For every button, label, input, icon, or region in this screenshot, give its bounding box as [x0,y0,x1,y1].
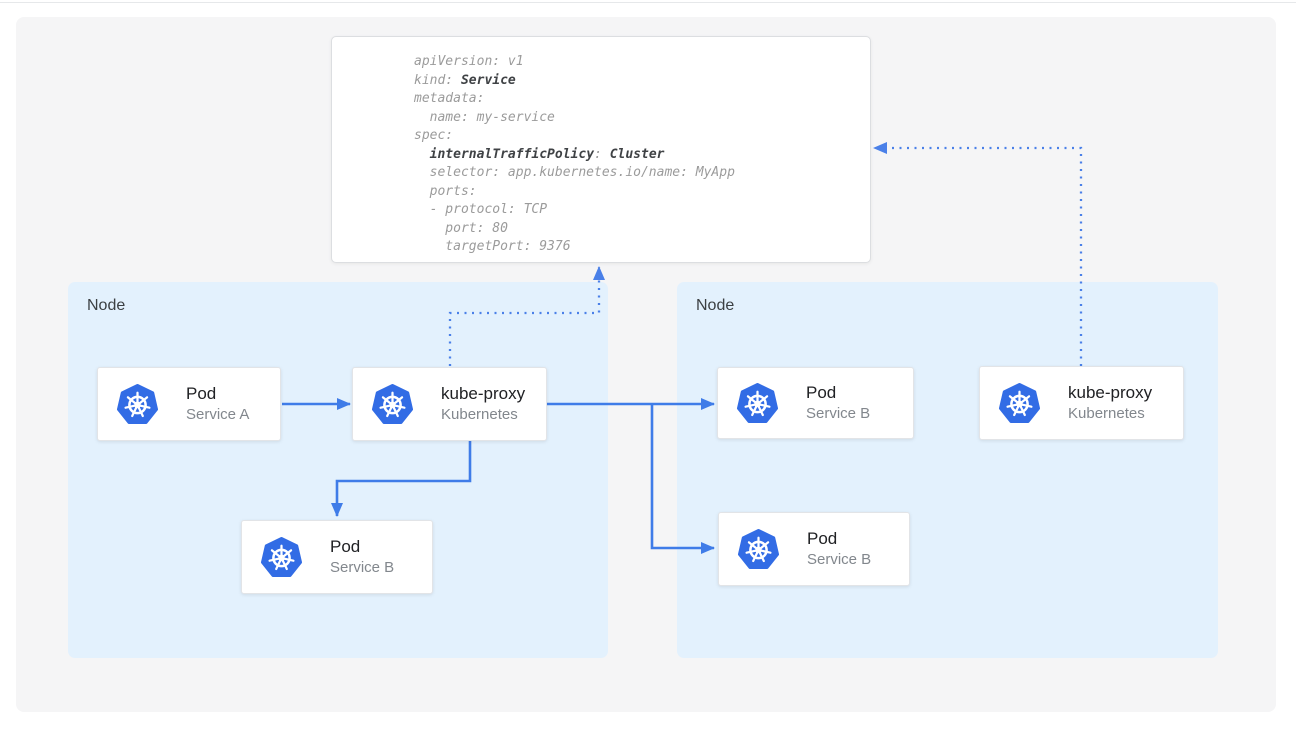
card-title: Pod [186,384,217,403]
kubernetes-icon [737,528,780,571]
card-title: kube-proxy [1068,383,1153,402]
node-label: Node [696,297,735,314]
card-title: Pod [807,529,838,548]
card-subtitle: Kubernetes [441,406,518,423]
kubernetes-icon [736,382,779,425]
kubernetes-icon [260,536,303,579]
card-subtitle: Kubernetes [1068,405,1145,422]
card-kube-proxy-left: kube-proxy Kubernetes [352,367,547,441]
card-subtitle: Service B [807,551,872,568]
node-left: Node [68,282,608,658]
node-label: Node [87,297,126,314]
kubernetes-icon [998,382,1041,425]
card-pod-service-b-left: Pod Service B [241,520,433,594]
card-subtitle: Service B [806,405,871,422]
kubernetes-icon [116,383,159,426]
card-pod-service-b-right-bottom: Pod Service B [718,512,910,586]
kubernetes-icon [371,383,414,426]
card-title: Pod [330,537,361,556]
card-pod-service-b-right-top: Pod Service B [717,367,914,439]
card-subtitle: Service B [330,559,395,576]
card-kube-proxy-right: kube-proxy Kubernetes [979,366,1184,440]
card-subtitle: Service A [186,406,250,423]
card-title: kube-proxy [441,384,526,403]
card-title: Pod [806,383,837,402]
top-divider [0,2,1296,3]
node-right: Node [677,282,1218,658]
card-pod-service-a: Pod Service A [97,367,281,441]
